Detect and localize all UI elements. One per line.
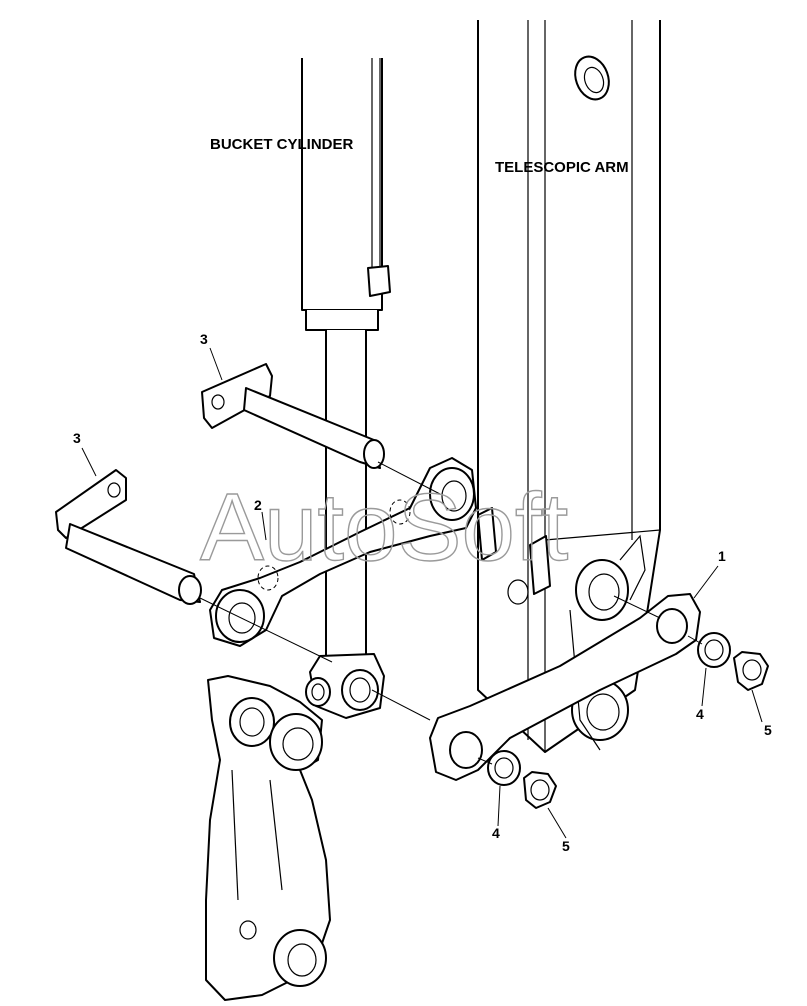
assembly-lines: [199, 461, 703, 765]
callout-pin-lower: 3: [73, 430, 81, 446]
callout-leaders: [81, 347, 763, 839]
pin-upper: [201, 363, 385, 469]
callout-nut-right: 5: [764, 722, 772, 738]
telescopic-arm-label: TELESCOPIC ARM: [495, 159, 629, 176]
callout-washer-right: 4: [696, 706, 704, 722]
callout-h-link: 2: [254, 497, 262, 513]
washer-left: [487, 750, 521, 786]
nut-left: [523, 771, 557, 809]
nut-right: [733, 651, 769, 691]
callout-pin-upper: 3: [200, 331, 208, 347]
side-link: [205, 675, 331, 1001]
pin-lower: [55, 469, 202, 605]
bucket-cylinder: [301, 58, 391, 719]
callout-washer-left: 4: [492, 825, 500, 841]
washer-right: [697, 632, 731, 668]
watermark: AutoSoft: [200, 474, 568, 581]
link-plate: [429, 593, 701, 781]
callout-link: 1: [718, 548, 726, 564]
callout-nut-left: 5: [562, 838, 570, 854]
bucket-cylinder-label: BUCKET CYLINDER: [210, 136, 354, 153]
telescopic-arm: [477, 20, 661, 753]
